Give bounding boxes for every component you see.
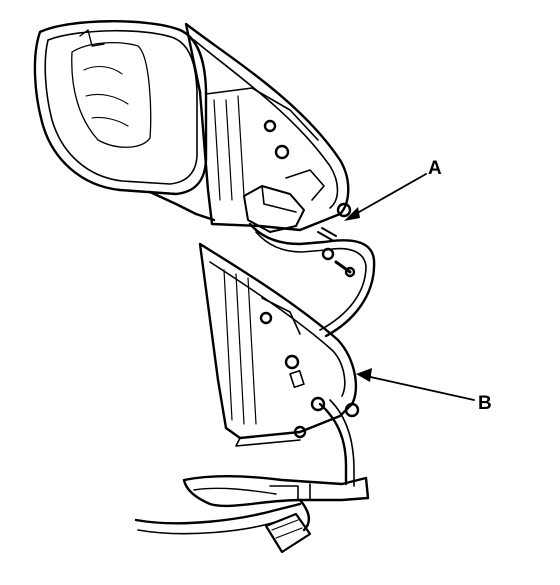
callout-label-b: B [478,393,492,414]
callout-arrows [344,173,475,401]
arrow-b [365,375,475,401]
mirror-housing [184,22,356,278]
wire-connector [134,399,370,554]
wire-harness-loop [248,222,376,338]
arrow-a [351,173,427,217]
callout-label-a: A [428,158,442,179]
mirror-base [198,242,360,447]
mirror-shell [33,20,216,222]
